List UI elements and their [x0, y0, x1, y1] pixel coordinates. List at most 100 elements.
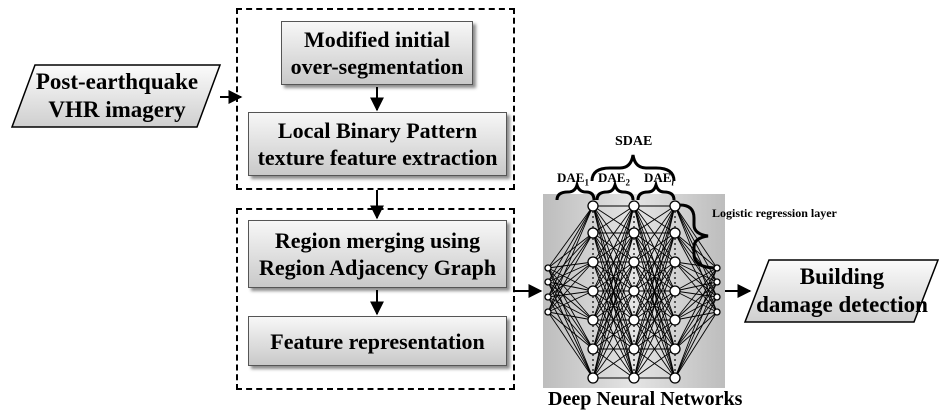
network-edge — [592, 319, 635, 379]
hidden2-node — [628, 256, 640, 268]
hidden3-node — [669, 256, 681, 268]
logistic-brace — [679, 203, 718, 270]
network-edge — [592, 232, 635, 379]
network-edge — [547, 311, 594, 350]
input-node — [544, 278, 552, 286]
network-edge — [547, 205, 594, 283]
hidden3-node — [669, 200, 681, 212]
hidden3-node — [669, 314, 681, 326]
feature-representation-box: Feature representation — [248, 316, 507, 366]
network-edge — [633, 205, 676, 379]
dae1-label: DAE1 — [557, 170, 589, 188]
network-edge — [674, 261, 718, 313]
network-edge — [674, 261, 718, 269]
network-edge — [674, 205, 718, 269]
network-edge — [674, 232, 718, 269]
logistic-regression-label: Logistic regression layer — [712, 206, 837, 220]
network-edge — [547, 232, 594, 283]
hidden1-node — [587, 372, 599, 384]
hidden2-node — [628, 200, 640, 212]
network-edge — [633, 205, 676, 263]
network-edge — [547, 205, 594, 313]
network-edge — [547, 281, 594, 350]
dae2-label: DAE2 — [598, 170, 630, 188]
network-caption: Deep Neural Networks — [548, 388, 743, 410]
network-edge — [674, 281, 718, 350]
network-edge — [547, 290, 594, 313]
output-node — [713, 308, 721, 316]
network-edge — [674, 267, 718, 350]
network-edge — [674, 311, 718, 379]
network-edge — [547, 232, 594, 298]
hidden3-node — [669, 285, 681, 297]
network-edge — [633, 348, 676, 379]
output-parallelogram — [743, 259, 940, 323]
hidden1-node — [587, 343, 599, 355]
network-edge — [547, 296, 594, 321]
network-edge — [674, 267, 718, 321]
network-edge — [592, 205, 635, 379]
output-node — [713, 264, 721, 272]
network-edge — [674, 261, 718, 283]
output-node — [713, 278, 721, 286]
hidden1-node — [587, 314, 599, 326]
hidden2-node — [628, 227, 640, 239]
network-edge — [547, 205, 594, 269]
input-node — [544, 293, 552, 301]
network-edge — [547, 311, 594, 379]
network-edge — [592, 290, 635, 379]
network-edge — [547, 261, 594, 313]
hidden3-node — [669, 343, 681, 355]
network-edge — [592, 205, 635, 263]
hidden3-node — [669, 372, 681, 384]
network-edge — [674, 232, 718, 283]
hidden2-node — [628, 372, 640, 384]
hidden2-node — [628, 285, 640, 297]
daei-brace — [636, 179, 676, 201]
network-edge — [547, 232, 594, 313]
network-edge — [547, 205, 594, 298]
input-node — [544, 308, 552, 316]
network-edge — [674, 281, 718, 292]
dae2-brace — [595, 179, 635, 201]
network-edge — [633, 319, 676, 379]
network-edge — [592, 261, 635, 379]
sdae-brace — [590, 154, 676, 182]
network-edge — [547, 261, 594, 298]
dae1-brace — [555, 179, 596, 201]
network-edge — [547, 281, 594, 321]
network-edge — [633, 261, 676, 379]
network-edge — [547, 296, 594, 379]
network-edge — [633, 205, 676, 234]
output-node — [713, 293, 721, 301]
hidden1-node — [587, 285, 599, 297]
network-edge — [674, 267, 718, 379]
network-edge — [633, 290, 676, 379]
region-merging-box: Region merging using Region Adjacency Gr… — [248, 220, 507, 288]
network-edge — [674, 267, 718, 292]
network-edge — [633, 232, 676, 379]
hidden1-node — [587, 256, 599, 268]
network-edge — [674, 296, 718, 379]
modified-initial-over-segmentation-box: Modified initial over-segmentation — [281, 21, 473, 85]
output-label: Building damage detection — [756, 264, 928, 317]
sdae-label: SDAE — [615, 134, 653, 149]
network-edge — [592, 205, 635, 321]
network-edge — [674, 205, 718, 283]
network-edge — [633, 205, 676, 292]
network-edge — [592, 205, 635, 234]
input-parallelogram — [10, 64, 222, 128]
neural-network — [544, 200, 721, 384]
network-edge — [674, 281, 718, 321]
network-edge — [633, 205, 676, 321]
network-edge — [592, 348, 635, 379]
network-edge — [674, 281, 718, 379]
local-binary-pattern-box: Local Binary Pattern texture feature ext… — [248, 112, 507, 176]
network-edge — [547, 311, 594, 321]
hidden2-node — [628, 343, 640, 355]
hidden2-node — [628, 314, 640, 326]
network-edge — [633, 205, 676, 350]
hidden1-node — [587, 227, 599, 239]
input-label: Post-earthquake VHR imagery — [35, 69, 199, 122]
